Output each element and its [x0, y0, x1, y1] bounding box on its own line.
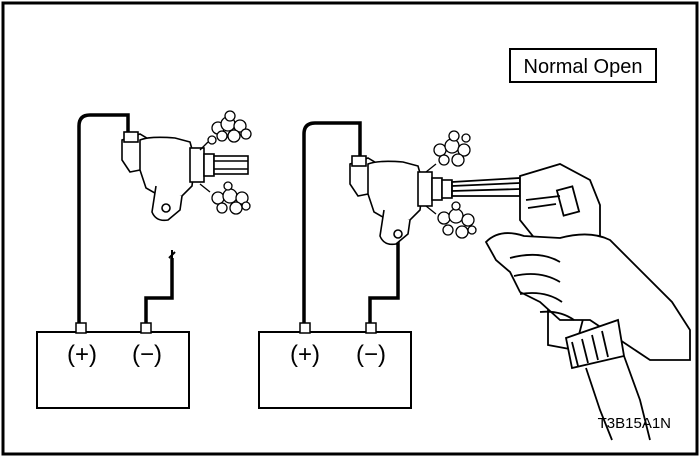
left-battery: (+) (−) — [36, 322, 190, 409]
right-positive-terminal — [299, 322, 311, 334]
left-positive-terminal — [75, 322, 87, 334]
hand-palm — [484, 232, 691, 361]
air-gun-window — [555, 185, 581, 217]
sleeve — [564, 318, 651, 441]
left-positive-label: (+) — [67, 341, 97, 368]
left-air-puff-bottom — [199, 181, 251, 215]
right-air-puff-bottom — [425, 201, 477, 239]
left-negative-label: (−) — [132, 341, 162, 368]
left-solenoid-valve — [121, 131, 249, 222]
right-air-puff-top — [425, 130, 471, 173]
air-hose — [585, 355, 651, 441]
left-air-puff-top — [199, 110, 252, 151]
left-negative-wire — [144, 258, 174, 323]
left-wire-tip — [168, 250, 176, 259]
figure-code: T3B15A1N — [598, 415, 671, 432]
right-negative-label: (−) — [356, 341, 386, 368]
right-solenoid-valve — [349, 155, 453, 246]
left-positive-wire — [77, 113, 130, 323]
right-negative-terminal — [365, 322, 377, 334]
left-assembly: (+) (−) — [36, 110, 252, 409]
hand — [484, 232, 691, 361]
state-label: Normal Open — [524, 56, 643, 78]
right-assembly: (+) (−) — [258, 121, 691, 441]
right-battery: (+) (−) — [258, 322, 412, 409]
right-positive-wire — [302, 121, 362, 323]
air-gun-nozzle — [451, 177, 521, 197]
right-negative-wire — [368, 232, 400, 323]
left-negative-terminal — [140, 322, 152, 334]
right-positive-label: (+) — [290, 341, 320, 368]
state-label-box: Normal Open — [509, 48, 657, 83]
